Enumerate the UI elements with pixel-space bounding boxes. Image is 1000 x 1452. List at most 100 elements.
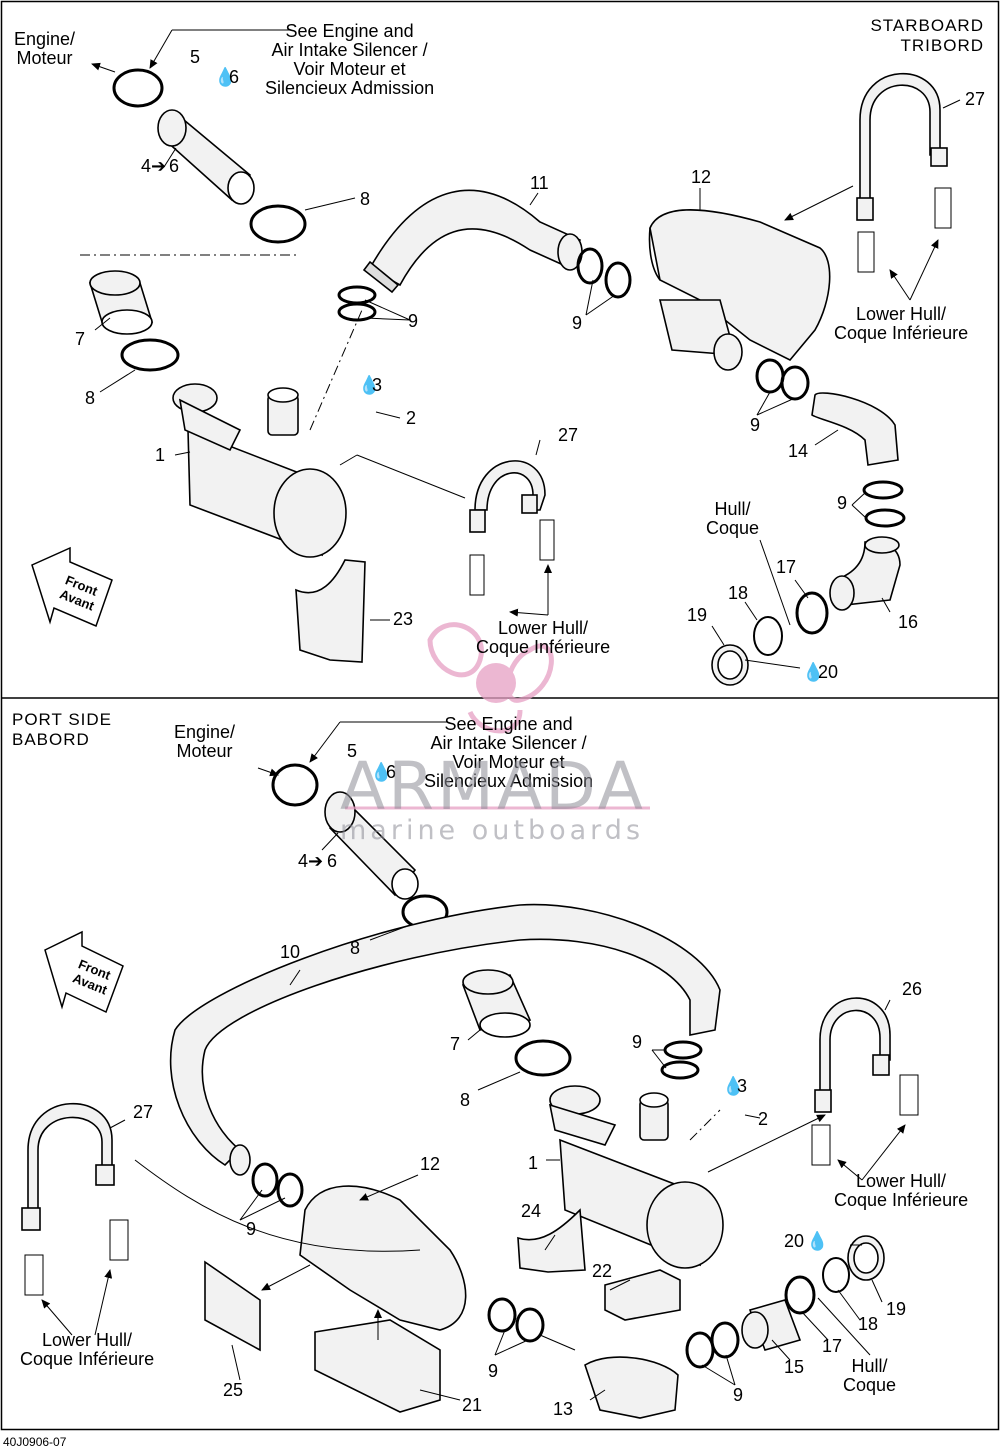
label-line: Silencieux Admission [424,771,594,791]
starboard-heading: STARBOARD TRIBORD [870,16,984,56]
callout-2: 2 [758,1109,769,1129]
callout-10: 10 [280,942,301,962]
callout-14: 14 [788,441,809,461]
label-line: Voir Moteur et [452,752,565,772]
callout-17: 17 [822,1336,843,1356]
callout-13: 13 [553,1399,574,1419]
starboard-hardware [469,187,952,596]
label-line: Hull/ [851,1356,888,1376]
lower-hull-label: Lower Hull/ Coque Inférieure [476,619,610,657]
callout-18: 18 [728,583,749,603]
callout-8: 8 [360,189,371,209]
label-line: Lower Hull/ [498,618,589,638]
callout-27: 27 [965,89,986,109]
port-parts [21,763,891,1419]
callout-12: 12 [691,167,712,187]
starboard-parts [88,68,948,686]
port-hardware [24,1074,919,1296]
callout-4: 4 [298,851,309,871]
fluid-drop-icon: 💧 [370,762,393,782]
callout-22: 22 [592,1261,613,1281]
callout-9: 9 [733,1385,744,1405]
label-line: Air Intake Silencer / [430,733,587,753]
arrow-right-icon: ➔ [151,156,167,176]
callout-20: 20 [818,662,839,682]
label-line: Hull/ [714,499,751,519]
lower-hull-label: Lower Hull/ Coque Inférieure [834,1172,968,1210]
heading-line: TRIBORD [900,36,984,55]
starboard-leaders [80,29,961,669]
engine-label: Engine/ Moteur [174,723,235,761]
engine-label: Engine/ Moteur [14,30,75,68]
callout-8: 8 [350,938,361,958]
see-note: See Engine and Air Intake Silencer / Voi… [424,715,593,791]
label-line: Silencieux Admission [265,78,435,98]
water-box [649,209,831,361]
lower-hull-label: Lower Hull/ Coque Inférieure [20,1331,154,1369]
callout-19: 19 [687,605,708,625]
callout-6-ref: 6 [169,156,180,176]
label-line: Engine/ [14,29,76,49]
label-line: See Engine and [444,714,573,734]
callout-9: 9 [408,311,419,331]
callout-18: 18 [858,1314,879,1334]
label-line: Engine/ [174,722,236,742]
callout-1: 1 [155,445,166,465]
label-line: Coque Inférieure [20,1349,155,1369]
label-line: Coque Inférieure [476,637,611,657]
callout-6: 6 [229,67,240,87]
fluid-drop-icon: 💧 [802,662,825,682]
front-arrow-port [44,930,124,1014]
callout-9: 9 [572,313,583,333]
callout-11: 11 [530,173,549,193]
label-line: Coque [843,1375,897,1395]
strap-27 [859,72,941,201]
watermark-brand: ARMADA [340,748,646,825]
callout-9: 9 [488,1361,499,1381]
label-line: Moteur [176,741,233,761]
callout-26: 26 [902,979,923,999]
callout-2: 2 [406,408,417,428]
label-line: Lower Hull/ [42,1330,133,1350]
label-line: Voir Moteur et [293,59,406,79]
label-line: Coque [706,518,760,538]
callout-3: 3 [737,1076,748,1096]
callout-9: 9 [632,1032,643,1052]
callout-6-ref: 6 [327,851,338,871]
fluid-drop-icon: 💧 [358,375,381,395]
support-block-23 [295,559,366,663]
callout-1: 1 [528,1153,539,1173]
callout-5: 5 [190,47,201,67]
callout-25: 25 [223,1380,244,1400]
callout-7: 7 [450,1034,461,1054]
port-heading: PORT SIDE BABORD [12,710,112,750]
water-box-port [299,1185,467,1331]
fluid-drop-icon: 💧 [214,67,237,87]
callout-6: 6 [386,762,397,782]
callout-27: 27 [133,1102,154,1122]
fluid-drop-icon: 💧 [806,1231,829,1251]
lower-hull-label: Lower Hull/ Coque Inférieure [834,305,968,343]
callout-24: 24 [521,1201,542,1221]
label-line: Coque Inférieure [834,1190,969,1210]
callout-8: 8 [85,388,96,408]
port-leaders [41,721,906,1401]
callout-8: 8 [460,1090,471,1110]
callout-17: 17 [776,557,797,577]
watermark-tagline: marine outboards [340,815,645,846]
callout-7: 7 [75,329,86,349]
callout-9: 9 [750,415,761,435]
label-line: Coque Inférieure [834,323,969,343]
label-line: See Engine and [285,21,414,41]
callout-19: 19 [886,1299,907,1319]
heading-line: BABORD [12,730,90,749]
label-line: Lower Hull/ [856,304,947,324]
callout-20: 20 [784,1231,805,1251]
callout-23: 23 [393,609,414,629]
figure-code: 40J0906-07 [3,1435,67,1449]
label-line: Lower Hull/ [856,1171,947,1191]
label-line: Moteur [16,48,73,68]
hull-label: Hull/ Coque [843,1357,896,1395]
callout-9: 9 [246,1219,257,1239]
